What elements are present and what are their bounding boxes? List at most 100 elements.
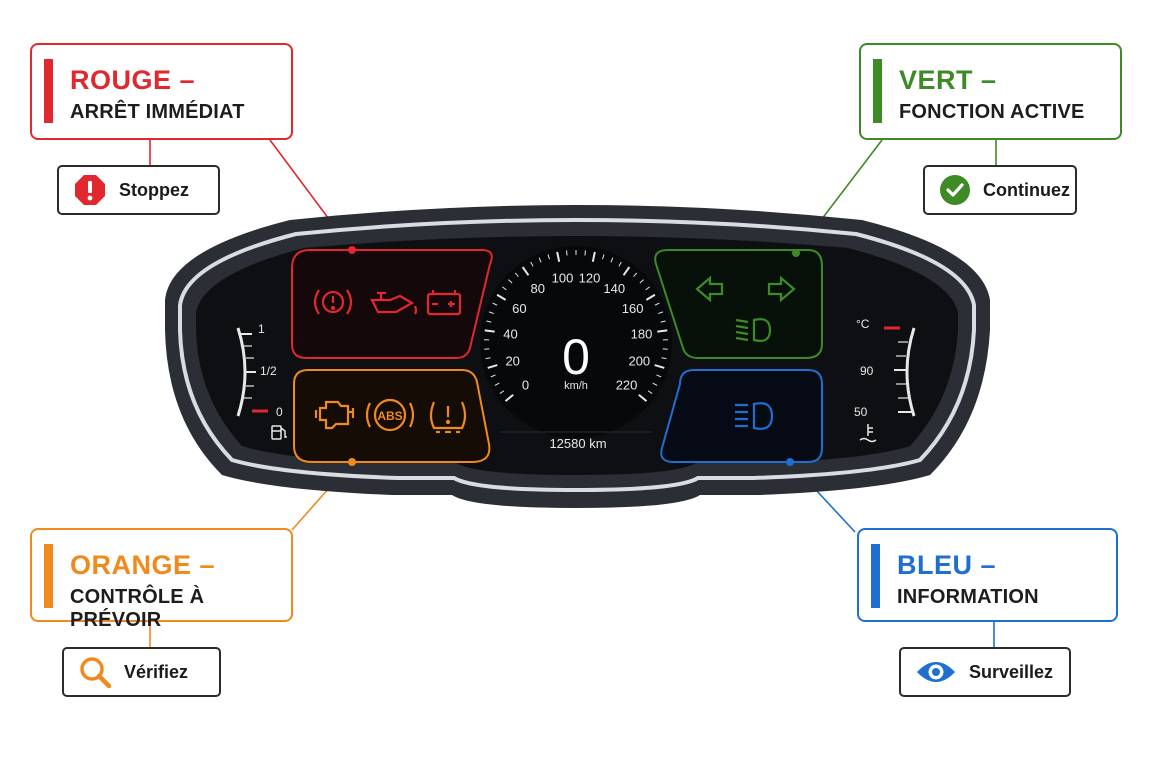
speed-tick-label: 100: [552, 270, 574, 285]
speed-major-tick: [504, 393, 514, 402]
speed-major-tick: [521, 266, 530, 276]
parking-brake-icon: [313, 289, 353, 315]
callout-green-bar: [873, 59, 882, 123]
eye-icon: [915, 658, 957, 686]
speed-minor-tick: [485, 357, 491, 360]
speed-minor-tick: [490, 374, 496, 378]
callout-red: ROUGE – ARRÊT IMMÉDIAT: [30, 43, 293, 140]
speed-minor-tick: [658, 311, 664, 315]
speed-minor-tick: [486, 320, 492, 323]
callout-blue-title: BLEU –: [897, 550, 997, 580]
action-stop-label: Stoppez: [119, 179, 189, 200]
speed-minor-tick: [547, 254, 550, 260]
speed-minor-tick: [661, 357, 667, 360]
magnifier-icon: [78, 655, 112, 689]
fuel-pump-icon: [271, 425, 287, 440]
speed-minor-tick: [654, 302, 660, 306]
speed-major-tick: [556, 251, 561, 262]
speed-major-tick: [645, 293, 656, 301]
speed-minor-tick: [660, 320, 666, 323]
action-monitor-label: Surveillez: [969, 661, 1054, 682]
speed-tick-label: 120: [579, 270, 601, 285]
speed-minor-tick: [488, 311, 494, 315]
speed-tick-label: 160: [622, 301, 644, 316]
dot-orange: [348, 458, 356, 466]
speed-tick-label: 200: [628, 354, 650, 369]
speed-tick-label: 140: [603, 281, 625, 296]
battery-icon: [426, 290, 462, 316]
turn-left-icon: [695, 275, 724, 303]
fuel-label-empty: 0: [276, 405, 283, 419]
dot-blue: [786, 458, 794, 466]
callout-red-bar: [44, 59, 53, 123]
fuel-gauge: 1 1/2 0: [236, 322, 287, 440]
check-circle-icon: [939, 174, 971, 206]
callout-orange-subtitle: CONTRÔLE À PRÉVOIR: [70, 586, 205, 631]
dot-green: [792, 249, 800, 257]
temp-label-cold: 50: [854, 405, 868, 419]
low-beam-icon: [735, 318, 772, 342]
speed-minor-tick: [610, 257, 614, 263]
speed-minor-tick: [494, 382, 500, 386]
speed-major-tick: [638, 393, 648, 402]
action-continue: Continuez: [923, 165, 1077, 215]
temp-label-unit: °C: [856, 317, 870, 331]
callout-orange-title: ORANGE –: [70, 550, 216, 580]
callout-green-title: VERT –: [899, 65, 997, 95]
callout-red-subtitle: ARRÊT IMMÉDIAT: [70, 101, 245, 123]
speed-minor-tick: [499, 390, 505, 394]
temp-gauge: °C 90 50: [854, 317, 916, 443]
speed-major-tick: [622, 266, 631, 276]
callout-green-subtitle: FONCTION ACTIVE: [899, 101, 1085, 123]
speed-major-tick: [484, 329, 495, 333]
speed-minor-tick: [647, 390, 653, 394]
action-stop: Stoppez: [57, 165, 220, 215]
tire-pressure-icon: [429, 401, 467, 434]
speed-value: 0: [562, 329, 590, 385]
callout-blue: BLEU – INFORMATION: [857, 528, 1118, 622]
fuel-label-full: 1: [258, 322, 265, 336]
speed-minor-tick: [566, 250, 568, 256]
temp-label-hot: 90: [860, 364, 874, 378]
coolant-temp-icon: [859, 424, 877, 443]
action-continue-label: Continuez: [983, 179, 1070, 200]
orange-light-panel: ABS: [293, 369, 491, 463]
speed-minor-tick: [514, 272, 519, 278]
speed-minor-tick: [652, 382, 658, 386]
blue-light-panel: [660, 369, 823, 463]
speed-major-tick: [657, 329, 668, 333]
speed-minor-tick: [584, 250, 586, 256]
dot-red: [348, 246, 356, 254]
speed-tick-label: 60: [512, 301, 526, 316]
abs-icon: ABS: [365, 398, 415, 432]
speed-major-tick: [591, 251, 596, 262]
speed-minor-tick: [656, 374, 662, 378]
speed-tick-label: 80: [530, 281, 544, 296]
action-check-label: Vérifiez: [124, 661, 189, 682]
callout-blue-bar: [871, 544, 880, 608]
action-monitor: Surveillez: [899, 647, 1071, 697]
odometer: 12580 km: [549, 436, 606, 451]
speed-minor-tick: [502, 286, 507, 291]
speed-tick-label: 20: [505, 354, 519, 369]
speed-major-tick: [654, 364, 665, 369]
high-beam-icon: [735, 402, 774, 430]
speed-tick-label: 180: [631, 327, 653, 342]
callout-orange-bar: [44, 544, 53, 608]
speed-minor-tick: [538, 257, 542, 263]
speed-minor-tick: [602, 254, 605, 260]
check-engine-icon: [314, 400, 355, 430]
fuel-label-half: 1/2: [260, 364, 277, 378]
speed-tick-label: 40: [503, 327, 517, 342]
callout-red-title: ROUGE –: [70, 65, 196, 95]
speed-tick-label: 220: [616, 377, 638, 392]
speed-minor-tick: [639, 279, 644, 284]
red-light-panel: [291, 249, 493, 359]
callout-orange: ORANGE – CONTRÔLE À PRÉVOIR: [30, 528, 293, 631]
speed-minor-tick: [508, 279, 513, 284]
speed-unit: km/h: [564, 380, 588, 392]
speed-minor-tick: [530, 261, 534, 267]
